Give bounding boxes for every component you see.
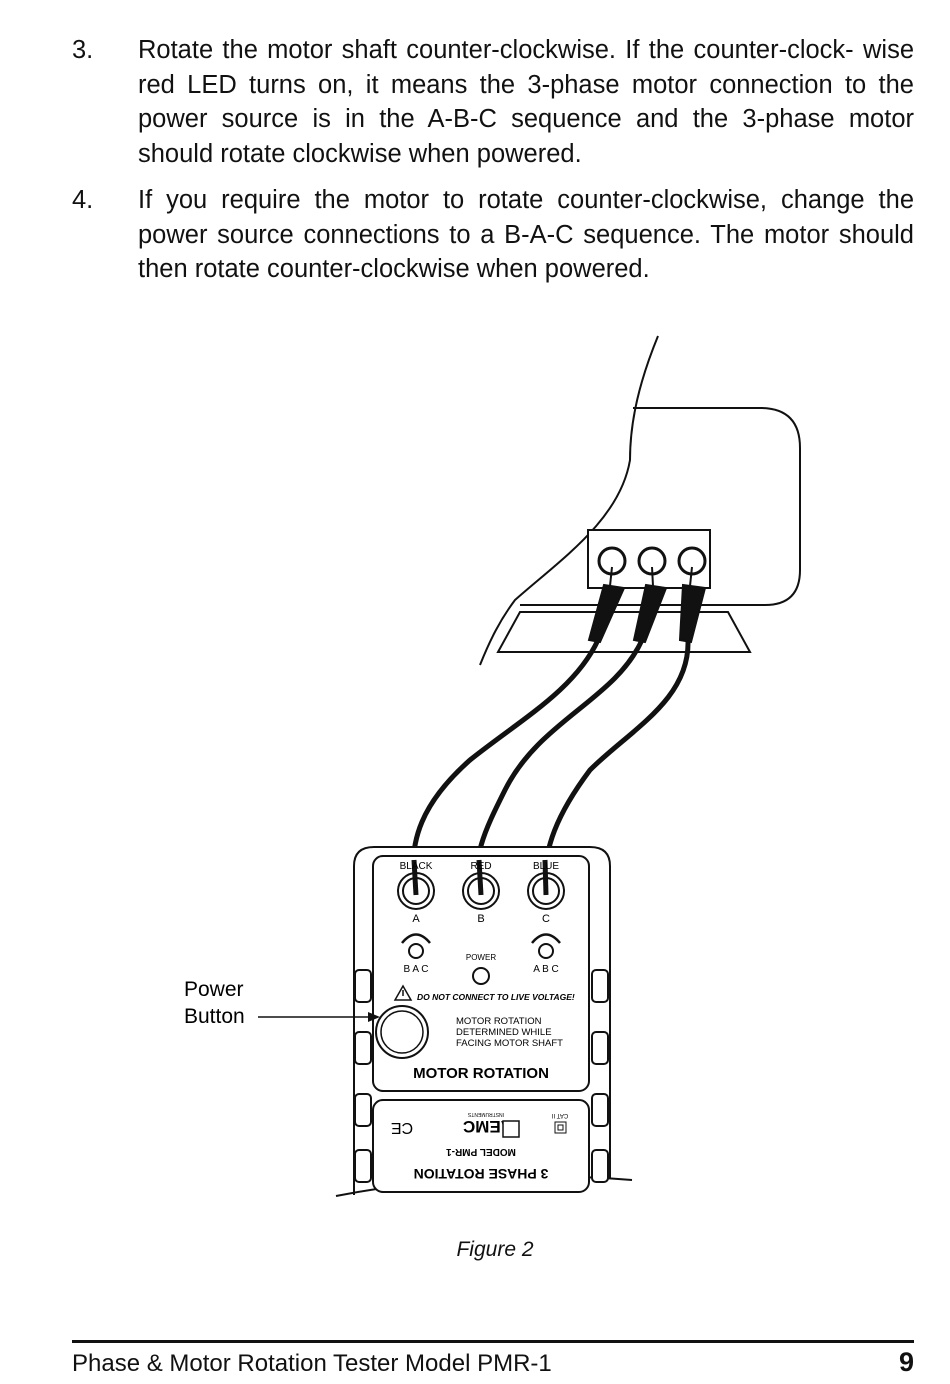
step-text: If you require the motor to rotate count… xyxy=(138,183,914,287)
alligator-clips xyxy=(587,566,707,644)
lead-label-red: RED xyxy=(470,861,491,872)
terminal-label-c: C xyxy=(542,913,550,925)
terminal-label-b: B xyxy=(477,913,484,925)
step-text: Rotate the motor shaft counter-clockwise… xyxy=(138,33,914,171)
led-cw xyxy=(531,933,561,959)
terminal-label-a: A xyxy=(412,913,420,925)
callout-arrow xyxy=(258,1012,380,1022)
step-3: 3. Rotate the motor shaft counter-clockw… xyxy=(72,33,914,171)
led-left-label: B A C xyxy=(403,964,428,975)
step-4: 4. If you require the motor to rotate co… xyxy=(72,183,914,287)
ce-mark: CE xyxy=(391,1119,413,1136)
led-right-label: A B C xyxy=(533,964,559,975)
terminal-block xyxy=(587,529,711,589)
figure-caption: Figure 2 xyxy=(456,1238,534,1261)
tester-device: BLACK RED BLUE A B C B A C A B C POWER D… xyxy=(335,846,633,1197)
note-line-1: MOTOR ROTATION xyxy=(456,1016,542,1027)
brand-sub: INSTRUMENTS xyxy=(467,1111,504,1117)
motor-rotation-figure: BLACK RED BLUE A B C B A C A B C POWER D… xyxy=(184,335,801,1197)
step-line: If you require the motor to rotate count… xyxy=(138,186,865,214)
page-number: 9 xyxy=(898,1347,914,1377)
footer-title: Phase & Motor Rotation Tester Model PMR-… xyxy=(72,1350,552,1377)
warning-text: DO NOT CONNECT TO LIVE VOLTAGE! xyxy=(417,992,575,1002)
step-line: Rotate the motor shaft counter-clockwise… xyxy=(138,36,854,64)
step-number: 4. xyxy=(72,186,94,214)
model-name: MODEL PMR-1 xyxy=(446,1146,516,1157)
label-plate: 3 PHASE ROTATION MODEL PMR-1 AEMC INSTRU… xyxy=(391,1111,568,1182)
lead-label-blue: BLUE xyxy=(533,861,559,872)
power-led xyxy=(472,967,490,985)
panel-title: MOTOR ROTATION xyxy=(413,1065,549,1082)
step-line: the power source connections to a B-A-C … xyxy=(138,186,914,249)
footer-rule xyxy=(72,1340,914,1343)
brand-logo: AEMC xyxy=(463,1117,513,1136)
callout-button: Button xyxy=(184,1005,245,1028)
warning-icon xyxy=(393,984,413,1001)
step-line: motor should rotate clockwise when power… xyxy=(138,105,914,168)
step-line: to the power source is in the A-B-C sequ… xyxy=(138,70,914,134)
category-mark: CAT II xyxy=(551,1112,568,1118)
power-led-label: POWER xyxy=(466,953,496,962)
product-name: 3 PHASE ROTATION xyxy=(414,1166,549,1182)
power-button xyxy=(375,1005,429,1059)
step-number: 3. xyxy=(72,36,94,64)
step-line: wise red LED turns on, it means the 3-ph… xyxy=(138,36,914,99)
note-line-2: DETERMINED WHILE xyxy=(456,1027,552,1038)
step-line: motor should then rotate counter-clockwi… xyxy=(138,220,914,284)
lead-label-black: BLACK xyxy=(400,861,433,872)
motor-outline xyxy=(479,335,801,666)
callout-power: Power xyxy=(184,978,244,1001)
note-line-3: FACING MOTOR SHAFT xyxy=(456,1038,563,1049)
led-ccw xyxy=(401,933,431,959)
